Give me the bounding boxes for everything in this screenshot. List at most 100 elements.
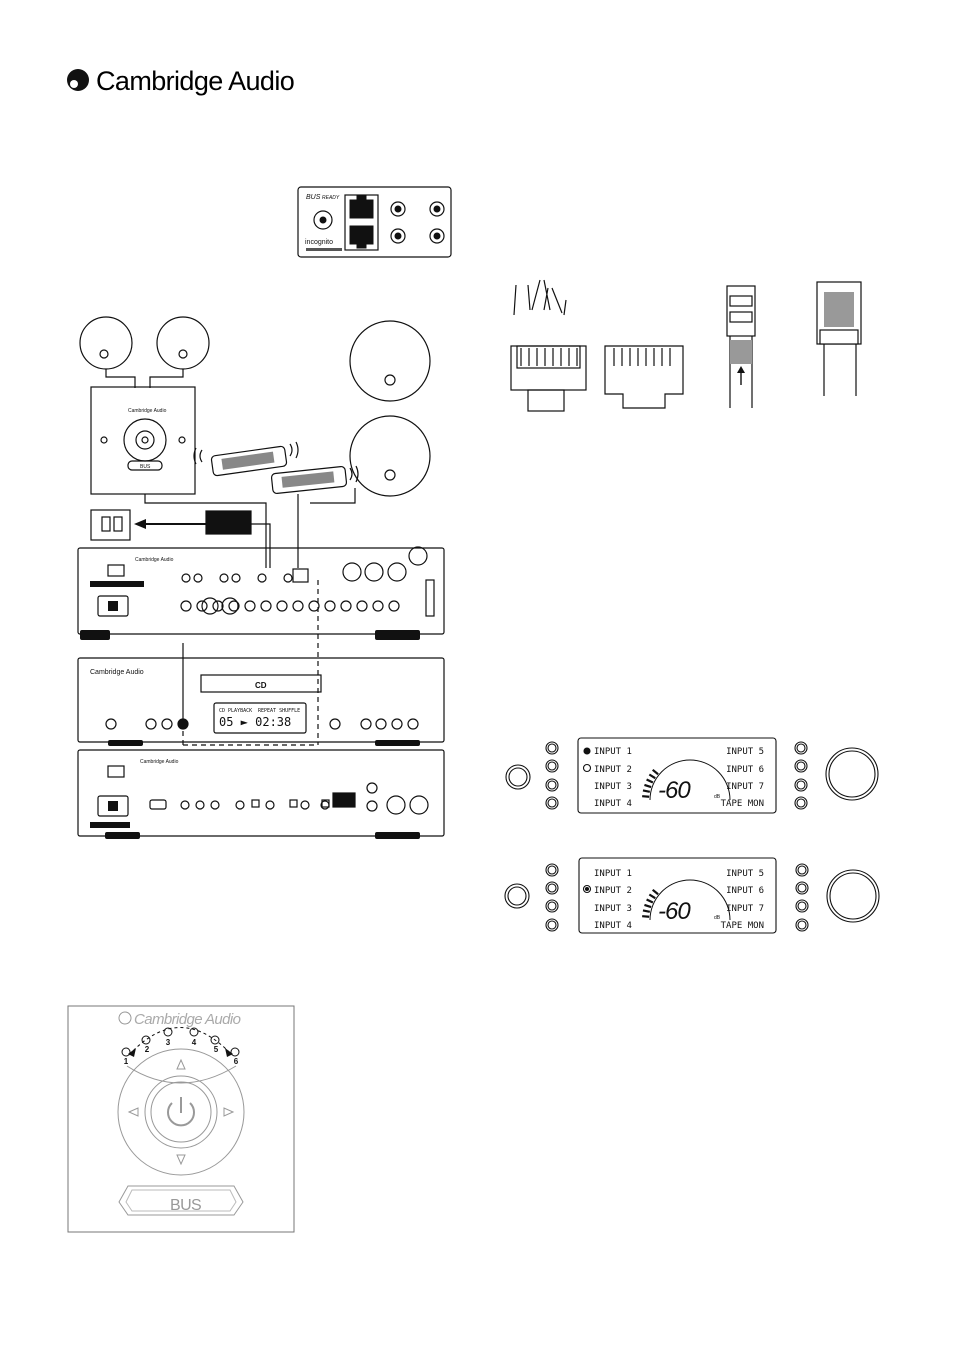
d2-input-left: INPUT 4 — [594, 921, 632, 931]
rca-jack-icon — [292, 600, 304, 612]
input-button — [797, 883, 807, 893]
input-button — [795, 863, 809, 877]
jack-icon — [193, 573, 203, 583]
d2-input-right: INPUT 5 — [726, 869, 764, 879]
level-bar — [651, 768, 659, 776]
cd-player-front: Cambridge Audio CD CD PLAYBACK REPEAT SH… — [77, 657, 445, 746]
cd-brand: Cambridge Audio — [90, 669, 144, 676]
selected-indicator-icon — [583, 747, 591, 755]
input-button — [797, 920, 807, 930]
d2-input-left: INPUT 2 — [594, 886, 632, 896]
rca-jack-icon — [235, 800, 245, 810]
rca-jack-icon — [340, 600, 352, 612]
rca-jack-icon — [228, 600, 240, 612]
header-logo: Cambridge Audio — [67, 66, 295, 96]
rca-jack-icon — [180, 800, 190, 810]
d2-input-right: TAPE MON — [721, 921, 764, 931]
input-button — [545, 796, 559, 810]
input-button — [547, 743, 557, 753]
power-supply-icon — [205, 510, 252, 535]
rca-jack-icon — [324, 600, 336, 612]
input-button — [547, 761, 557, 771]
zone-number: 3 — [166, 1038, 171, 1047]
rj45-socket-icon — [349, 199, 374, 219]
power-icon — [167, 1097, 195, 1127]
d2-unit: dB — [714, 915, 721, 921]
level-bar — [646, 778, 654, 784]
keypad-plate — [90, 386, 196, 495]
d1-unit: dB — [714, 794, 721, 800]
cd-display-mode: CD PLAYBACK — [219, 708, 252, 714]
rca-jack-icon — [372, 600, 384, 612]
input-button — [795, 881, 809, 895]
cd-display-time: 05 ► 02:38 — [219, 715, 291, 729]
rj45-socket-icon — [349, 225, 374, 245]
incognito-label: incognito — [305, 239, 333, 246]
input-button — [547, 920, 557, 930]
input-button — [545, 778, 559, 792]
rca-jack-icon — [300, 800, 310, 810]
rca-jack-icon — [366, 782, 378, 794]
d2-input-left: INPUT 1 — [594, 869, 632, 879]
input-button — [547, 798, 557, 808]
level-bar — [642, 909, 651, 913]
input-button — [547, 865, 557, 875]
jack-icon — [231, 573, 241, 583]
cd-display-flags: REPEAT SHUFFLE — [258, 708, 300, 714]
rca-jack-icon — [180, 600, 192, 612]
serial-port-icon — [149, 799, 167, 810]
d2-input-right: INPUT 7 — [726, 904, 764, 914]
arrow-down-icon — [176, 1154, 186, 1166]
zone-number: 4 — [192, 1038, 197, 1047]
level-bar — [644, 783, 652, 789]
speaker-icon — [156, 316, 210, 370]
d1-input-right: INPUT 5 — [726, 747, 764, 757]
optical-port-icon — [321, 799, 330, 808]
rca-jack-icon — [210, 800, 220, 810]
lower-brand: Cambridge Audio — [140, 759, 179, 765]
input-button — [545, 899, 559, 913]
keypad-brand: Cambridge Audio — [128, 408, 167, 414]
speaker-icon — [349, 415, 431, 497]
input-button — [795, 918, 809, 932]
d2-input-right: INPUT 6 — [726, 886, 764, 896]
cd-logo: CD — [255, 681, 267, 690]
rj45-connectors — [510, 279, 862, 412]
brand-name: Cambridge Audio — [96, 66, 294, 96]
arrow-right-icon — [223, 1107, 235, 1117]
xlr-jack-icon — [386, 795, 406, 815]
input-button — [545, 881, 559, 895]
power-icon — [141, 436, 149, 444]
input-button — [797, 901, 807, 911]
rca-jack-icon — [366, 800, 378, 812]
keypad-detail-bus: BUS — [170, 1197, 201, 1214]
jack-icon — [283, 573, 293, 583]
input-button — [796, 743, 806, 753]
d1-input-right: INPUT 6 — [726, 765, 764, 775]
d2-volume: -60 — [658, 898, 691, 925]
input-button — [545, 741, 559, 755]
rj45-plug-top-icon — [816, 281, 862, 396]
input-button — [545, 918, 559, 932]
remote-control-icon — [193, 441, 299, 477]
xlr-jack-icon — [409, 795, 429, 815]
input-button — [797, 865, 807, 875]
xlr-jack-icon — [408, 546, 428, 566]
rca-jack-icon — [195, 800, 205, 810]
zone-number: 2 — [145, 1045, 150, 1054]
xlr-jack-icon — [364, 562, 384, 582]
terminal-icon — [425, 579, 435, 617]
d1-input-left: INPUT 1 — [594, 747, 632, 757]
rca-jack-icon — [356, 600, 368, 612]
rca-jack-icon — [244, 600, 256, 612]
input-button — [547, 780, 557, 790]
level-bar — [651, 888, 659, 896]
input-button — [794, 796, 808, 810]
rca-jack-icon — [212, 600, 224, 612]
speaker-icon — [79, 316, 133, 370]
keypad-detail-brand: Cambridge Audio — [134, 1011, 241, 1028]
rca-jack-icon — [196, 600, 208, 612]
abus-panel: BUS READY incognito — [297, 186, 452, 258]
d1-input-left: INPUT 2 — [594, 765, 632, 775]
